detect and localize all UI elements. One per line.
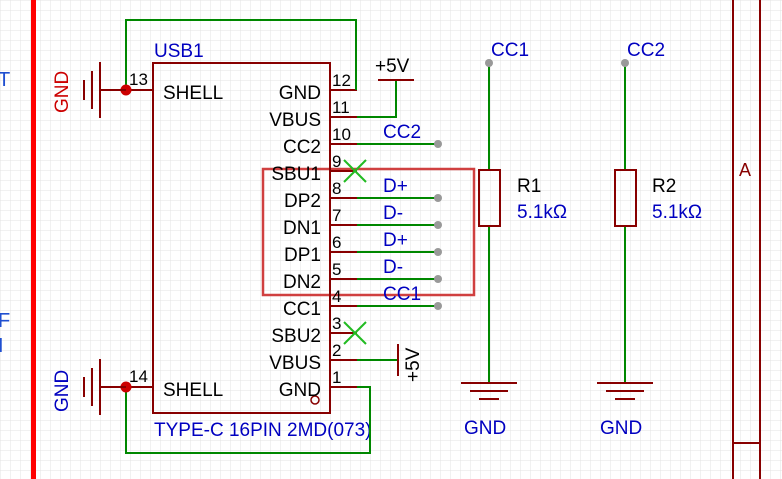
pin8-number: 8 [332,179,341,198]
resistor-r2-ref: R2 [652,176,676,197]
resistor-r2[interactable] [614,169,637,227]
frame-edge-text-2: F [0,310,10,332]
pin6-number: 6 [332,233,341,252]
pin5-number: 5 [332,260,341,279]
pin14-number: 14 [129,367,148,386]
highlight-box[interactable] [261,167,476,297]
no-connect-markers [343,159,367,345]
pin5-name: DN2 [283,272,321,293]
pin2-name: VBUS [269,353,321,374]
wires[interactable] [125,19,626,454]
gnd-label-r2: GND [600,418,642,439]
pin10-number: 10 [332,125,351,144]
sheet-frame-right [732,0,761,479]
pin12-number: 12 [332,71,351,90]
net-label-dp-pin6: D+ [383,230,408,251]
net-label-dn-pin7: D- [383,203,403,224]
sheet-frame-left-bar [31,0,36,479]
pin9-name: SBU1 [271,164,321,185]
pin12-name: GND [279,83,321,104]
pin11-name: VBUS [269,110,321,131]
gnd-label-left-bottom: GND [52,370,73,412]
gnd-label-r1: GND [464,418,506,439]
pin8-name: DP2 [284,191,321,212]
pin13-name: SHELL [163,83,223,104]
pin7-number: 7 [332,206,341,225]
gnd-symbol-r1[interactable] [461,382,517,400]
pin1-marker [310,395,320,405]
pin4-name: CC1 [283,299,321,320]
resistor-r1-value: 5.1kΩ [517,202,567,223]
net-label-cc2-pin10: CC2 [383,122,421,143]
pin6-name: DP1 [284,245,321,266]
power-label-5v-top: +5V [375,56,410,77]
power-label-5v-bottom: +5V [403,347,424,382]
connector-designator: USB1 [154,41,204,62]
net-label-dn-pin5: D- [383,257,403,278]
resistor-r1[interactable] [478,169,501,227]
pin11-number: 11 [332,98,350,117]
gnd-symbol-left-bottom[interactable] [83,359,126,415]
pin9-number: 9 [332,152,341,171]
frame-zone-label: A [739,160,751,180]
net-label-cc1-pin4: CC1 [383,284,421,305]
connector-body[interactable] [152,62,331,414]
resistor-r1-ref: R1 [517,176,541,197]
pin4-number: 4 [332,287,341,306]
frame-edge-text-3: I [0,335,4,357]
right-pin-stubs [330,89,357,388]
pin1-name: GND [279,380,321,401]
pin2-number: 2 [332,341,341,360]
connector-part-name: TYPE-C 16PIN 2MD(073) [154,420,372,441]
net-port-dots [434,59,629,310]
frame-edge-text-1: T [0,69,10,91]
pin3-name: SBU2 [271,326,321,347]
pin7-name: DN1 [283,218,321,239]
pin13-number: 13 [129,70,148,89]
pin3-number: 3 [332,314,341,333]
net-label-cc2-r2: CC2 [627,40,665,61]
resistor-r2-value: 5.1kΩ [652,202,702,223]
gnd-symbol-r2[interactable] [597,382,653,400]
gnd-label-left-top: GND [52,71,73,113]
net-label-dp-pin8: D+ [383,176,408,197]
pin10-name: CC2 [283,137,321,158]
net-label-cc1-r1: CC1 [491,40,529,61]
pin1-number: 1 [332,368,341,387]
gnd-symbol-left-top[interactable] [83,62,126,118]
pin14-name: SHELL [163,380,223,401]
